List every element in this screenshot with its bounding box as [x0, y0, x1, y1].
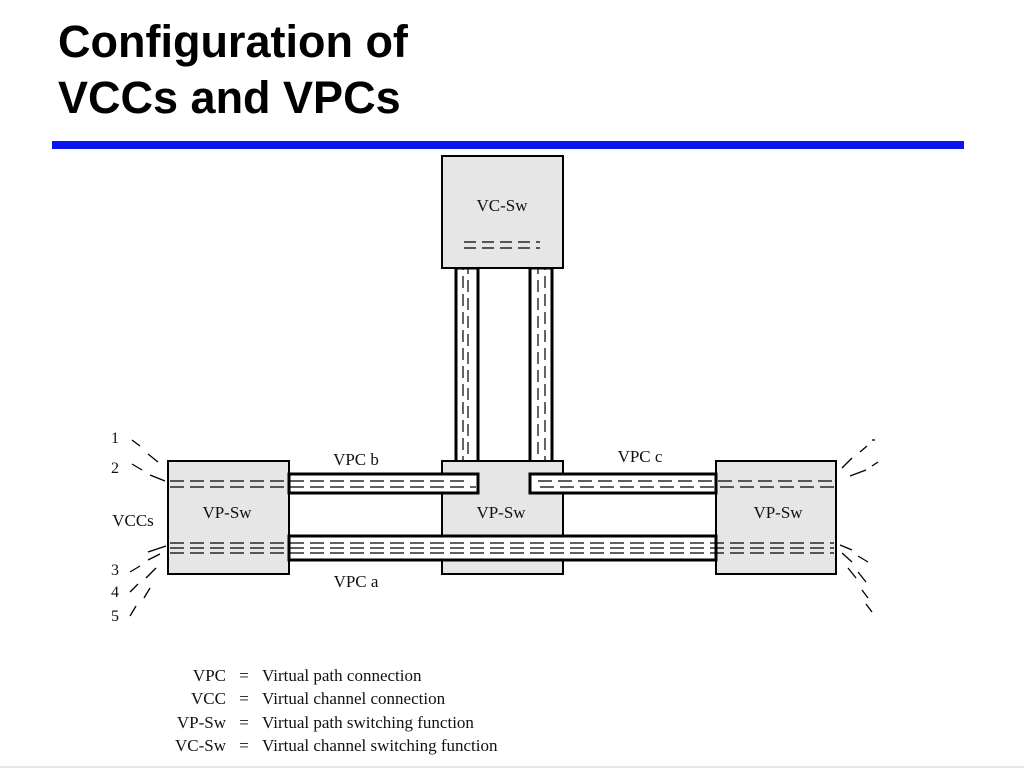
vc-sw-label: VC-Sw: [476, 196, 528, 215]
vp-sw-right-label: VP-Sw: [753, 503, 803, 522]
legend-equals: =: [239, 689, 249, 709]
legend-abbr: VPC: [192, 666, 226, 685]
legend-row: VCC = Virtual channel connection: [140, 687, 498, 710]
vcc-number-1: 1: [111, 430, 119, 447]
title-underline: [52, 141, 964, 149]
vp-sw-right-box: [715, 460, 837, 575]
vcc-number-5: 5: [111, 608, 119, 625]
vc-sw-internal-channels: [464, 241, 540, 249]
vcc-ends-right: [839, 439, 879, 613]
legend-definition: Virtual path connection: [262, 666, 422, 685]
legend-row: VP-Sw = Virtual path switching function: [140, 711, 498, 734]
legend-equals: =: [239, 735, 249, 755]
legend-abbr: VCC: [191, 689, 226, 709]
vp-sw-center-label: VP-Sw: [476, 503, 526, 522]
slide-title-line-1: Configuration of: [58, 16, 408, 67]
vpc-b-vertical-pipe: [454, 258, 480, 475]
vcc-number-4: 4: [111, 584, 119, 601]
legend-definition: Virtual channel connection: [262, 689, 446, 709]
vcc-ends-left: [129, 439, 167, 617]
legend-definition: Virtual path switching function: [262, 712, 474, 732]
legend-row: VPC = Virtual path connection: [140, 664, 498, 687]
legend-row: VC-Sw = Virtual channel switching functi…: [140, 734, 498, 757]
slide-title-line-2: VCCs and VPCs: [58, 72, 401, 123]
legend-definition: Virtual channel switching function: [262, 735, 498, 755]
vpc-b-horizontal-pipe: [170, 472, 480, 495]
abbreviation-legend: VPC = Virtual path connection VCC = Virt…: [140, 664, 498, 757]
vp-sw-left-label: VP-Sw: [202, 503, 252, 522]
slide-title: Configuration of VCCs and VPCs: [58, 14, 408, 126]
slide-bottom-edge: [0, 766, 1024, 768]
vccs-label: VCCs: [112, 511, 154, 530]
vpc-b-label: VPC b: [333, 450, 379, 469]
legend-equals: =: [239, 666, 249, 685]
vpc-a-label: VPC a: [334, 572, 379, 591]
vpc-a-horizontal-pipe: [170, 534, 834, 562]
vcc-number-2: 2: [111, 460, 119, 477]
vc-sw-box: [441, 155, 564, 269]
legend-abbr: VP-Sw: [176, 712, 226, 732]
vpc-c-label: VPC c: [618, 447, 663, 466]
vp-sw-left-box: [167, 460, 290, 575]
legend-equals: =: [239, 712, 249, 732]
legend-abbr: VC-Sw: [174, 735, 226, 755]
vpc-c-horizontal-pipe: [528, 472, 834, 495]
vcc-number-3: 3: [111, 562, 119, 579]
vpc-c-vertical-pipe: [528, 258, 554, 475]
